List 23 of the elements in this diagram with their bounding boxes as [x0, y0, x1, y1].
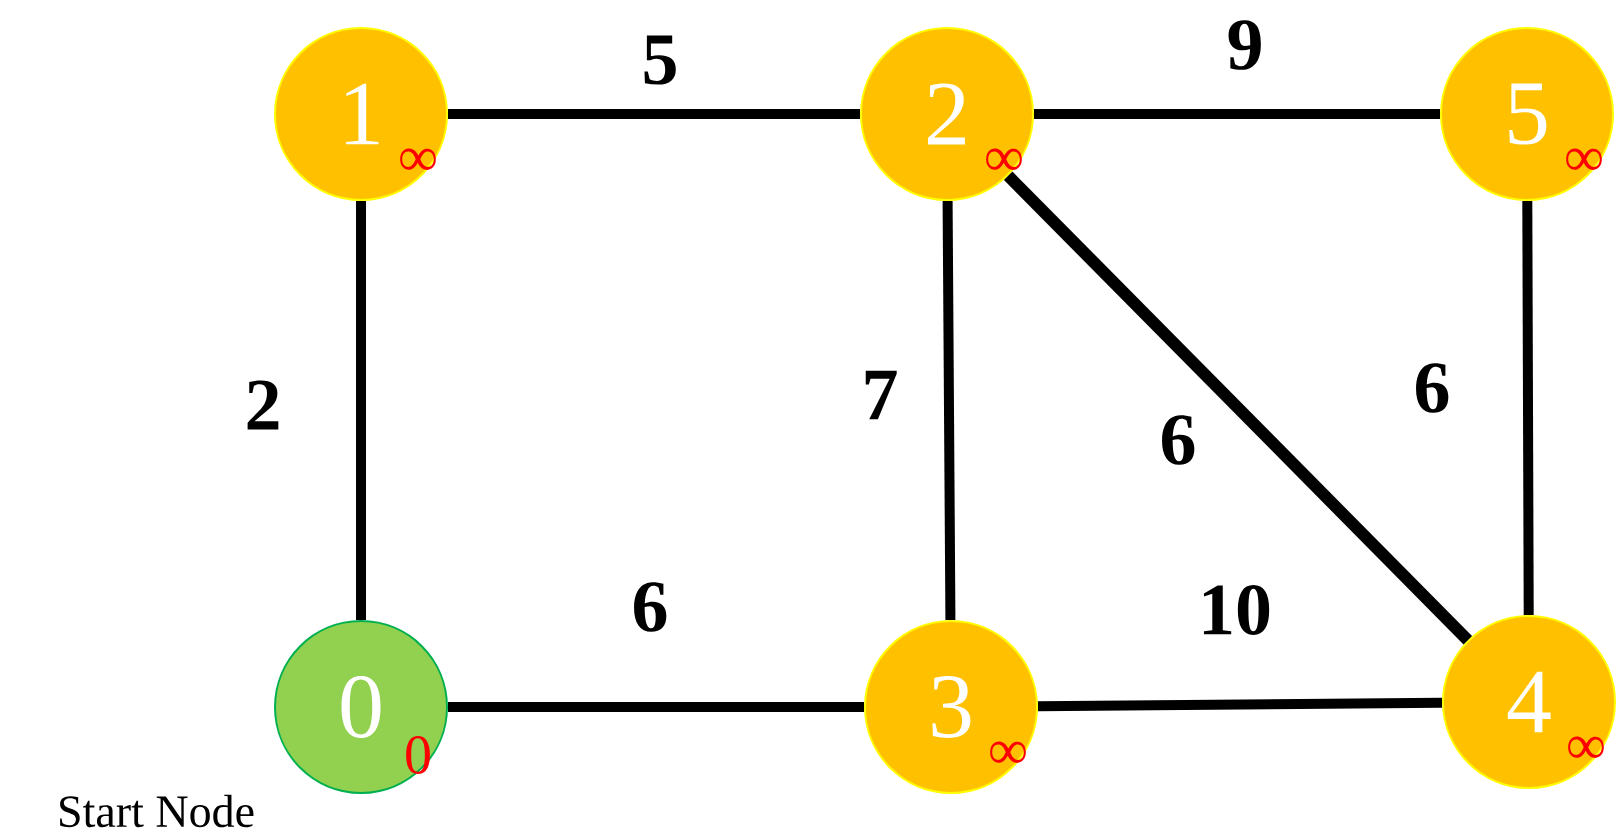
graph-edge — [448, 702, 864, 712]
graph-edge — [356, 201, 366, 620]
graph-edge — [1037, 697, 1443, 712]
graph-edge — [1034, 109, 1440, 119]
distance-label: ∞ — [1568, 736, 1604, 758]
edge-label: 7 — [865, 370, 897, 420]
node-caption: Start Node — [60, 794, 254, 828]
edge-label: 10 — [1203, 585, 1270, 635]
graph-edge — [1003, 171, 1473, 645]
edge-label: 6 — [1162, 415, 1195, 465]
edge-label: 5 — [644, 35, 676, 85]
distance-label: ∞ — [1566, 148, 1602, 170]
distance-label: ∞ — [986, 148, 1022, 170]
edge-label: 2 — [247, 380, 279, 430]
edge-label: 9 — [1228, 20, 1261, 70]
edge-label: 6 — [1416, 363, 1449, 413]
distance-label: 0 — [406, 736, 430, 774]
graph-edge — [942, 200, 956, 621]
graph-edge — [1522, 201, 1534, 615]
distance-label: ∞ — [990, 741, 1026, 763]
graph-edge — [448, 109, 860, 119]
edge-label: 6 — [634, 582, 667, 632]
distance-label: ∞ — [400, 148, 436, 170]
